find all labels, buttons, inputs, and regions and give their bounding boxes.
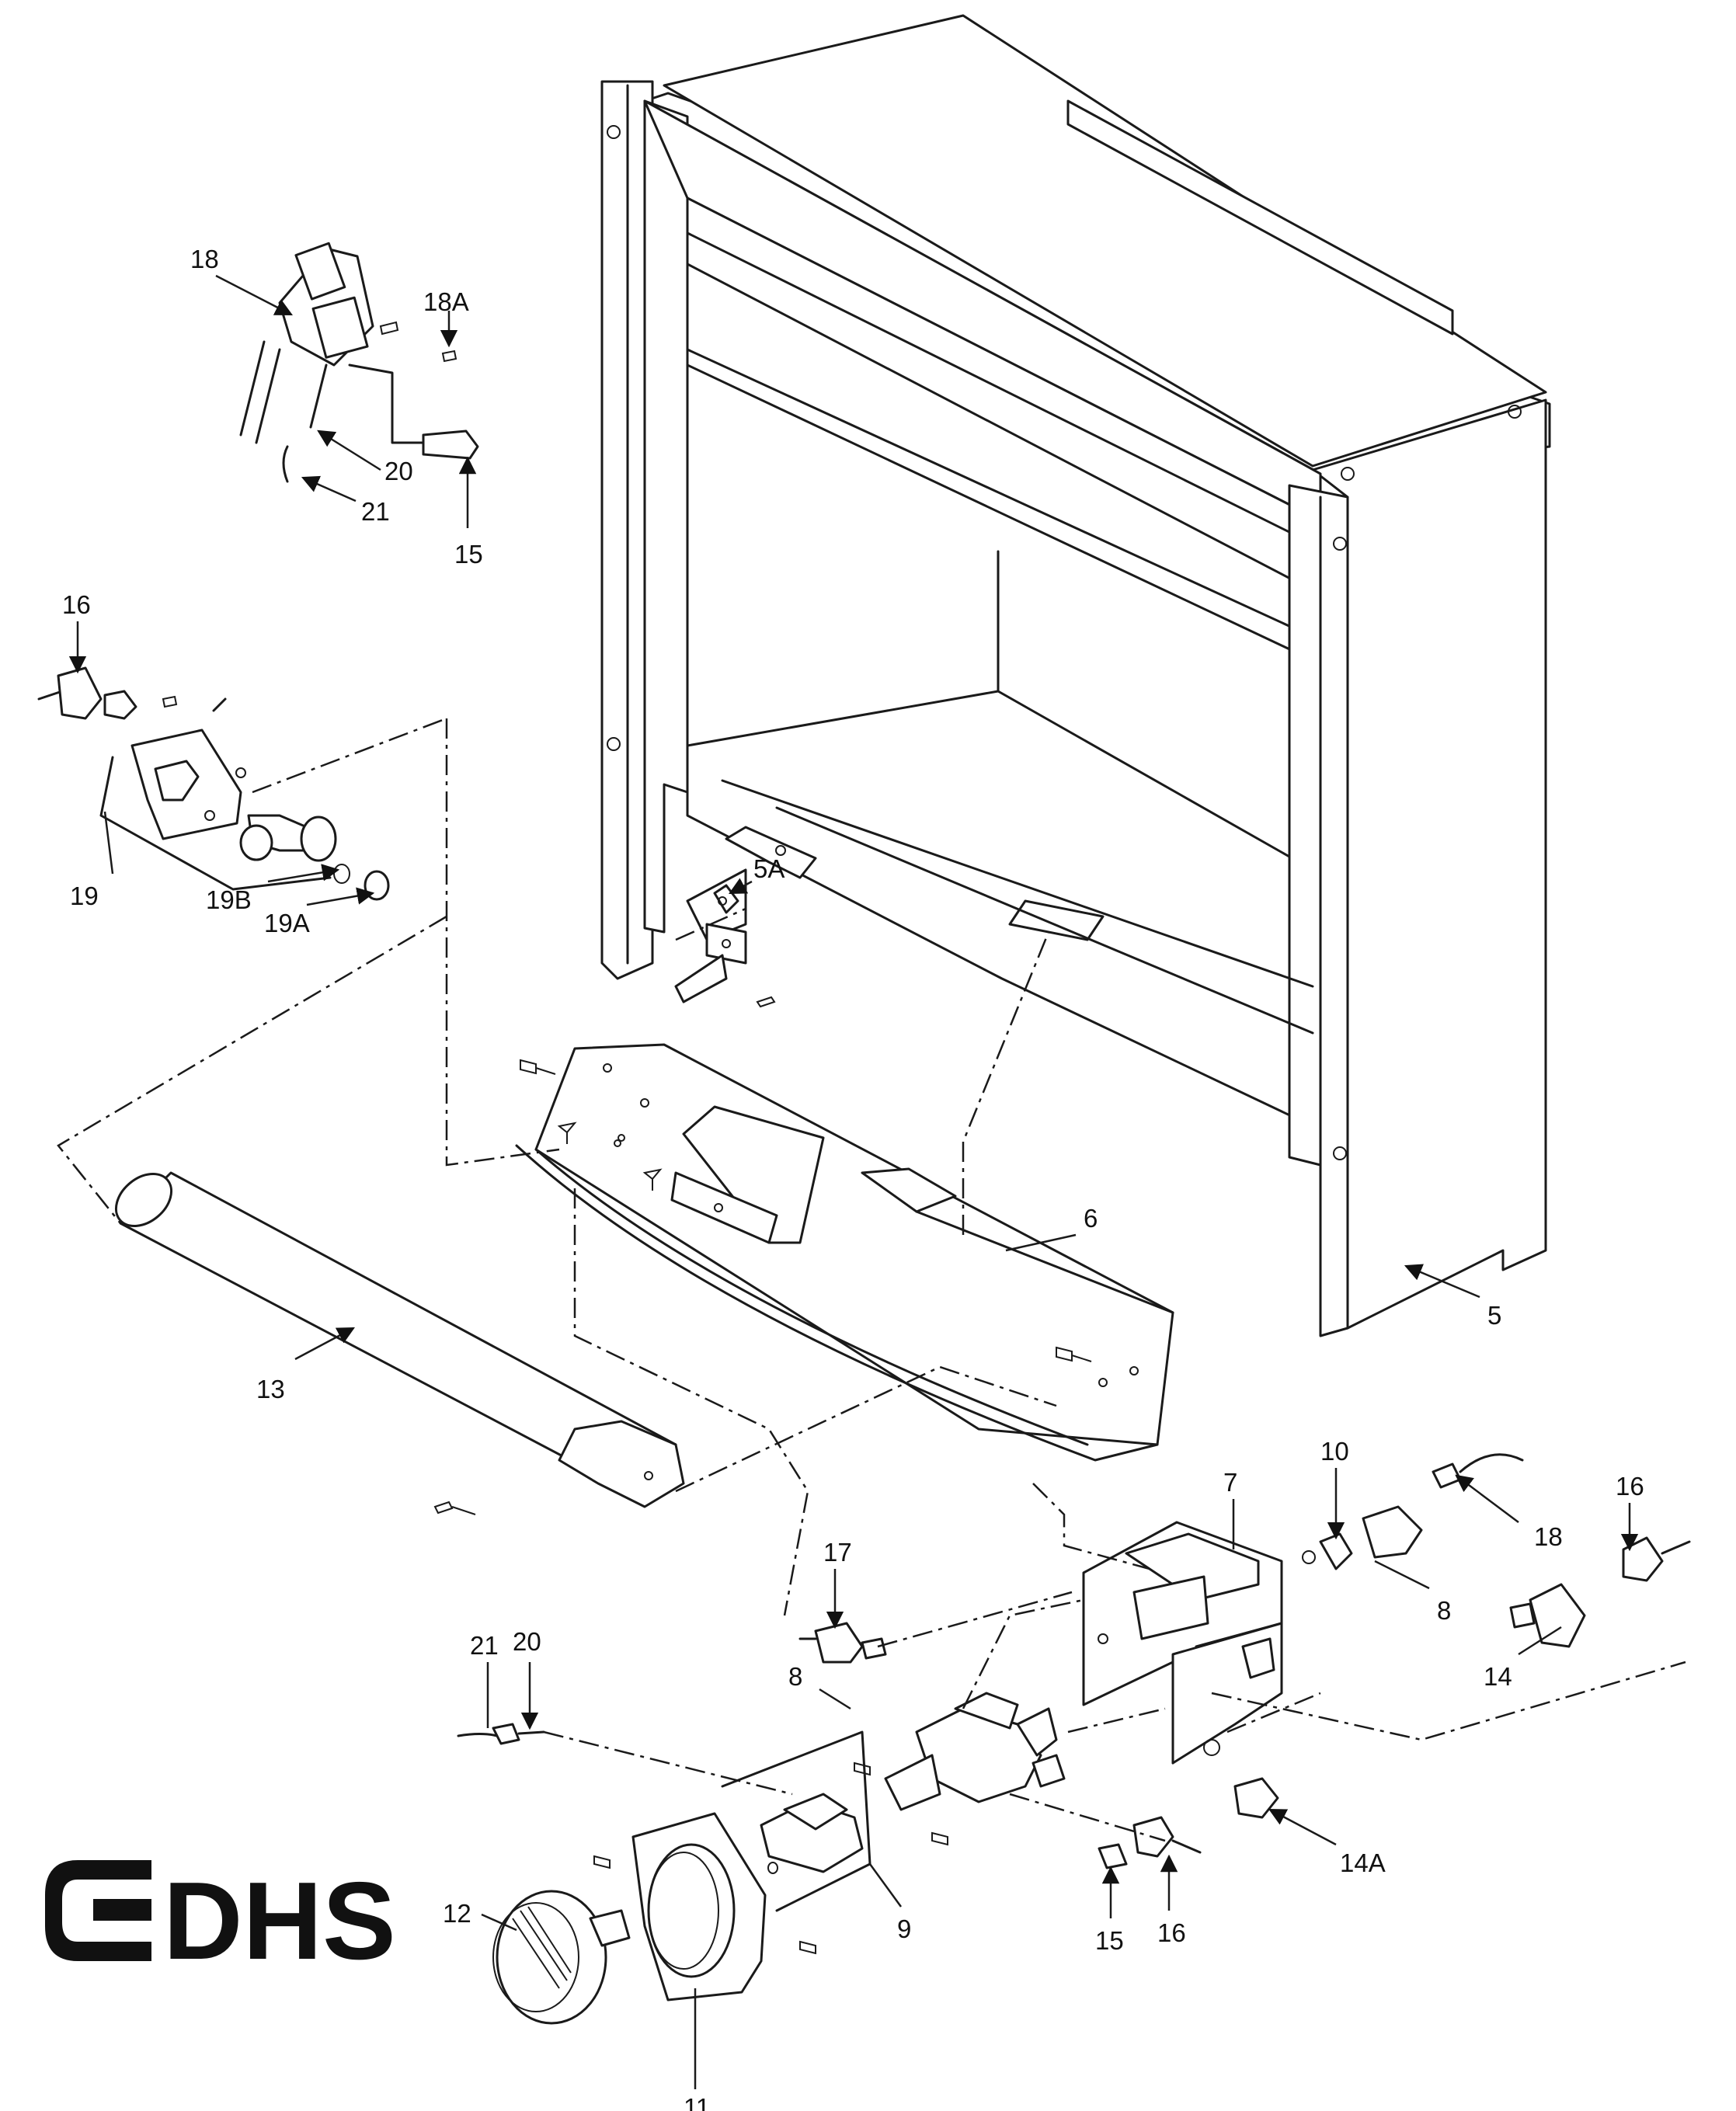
assembly-lines [57,717,1686,1842]
pilot-adapter-19 [37,666,390,901]
callout-14a: 14A [1340,1848,1386,1877]
callout-6: 6 [1084,1204,1098,1233]
callout-9: 9 [897,1915,911,1943]
valve-assembly [457,1453,1691,2025]
callout-5: 5 [1487,1301,1501,1330]
leader-lines [68,274,1639,2089]
callout-20-bottom: 20 [513,1627,541,1656]
callout-16-bottom: 16 [1157,1918,1186,1947]
callout-labels: 18 18A 20 21 15 16 19 19B 19A 5A 6 5 13 … [62,245,1644,2111]
callout-19b: 19B [206,885,252,914]
dhs-logo-mark [45,1860,151,1961]
callout-18-right: 18 [1534,1522,1563,1551]
callout-12: 12 [443,1899,471,1928]
callout-19a: 19A [264,909,310,937]
callout-21-top: 21 [361,497,390,526]
callout-18a: 18A [423,287,469,316]
callout-15-top: 15 [454,540,483,569]
callout-14: 14 [1484,1662,1512,1691]
callout-7: 7 [1223,1468,1237,1497]
callout-8-left: 8 [788,1662,802,1691]
burner-tube-13 [114,1171,685,1515]
callout-17: 17 [823,1538,852,1567]
callout-20-top: 20 [384,457,413,485]
callout-8-right: 8 [1437,1596,1451,1625]
firebox-assembly [600,14,1551,1337]
callout-21-bottom: 21 [470,1631,499,1660]
callout-13: 13 [256,1375,285,1403]
bracket-5a [674,826,817,1008]
callout-18-pilot: 18 [190,245,219,273]
pilot-assembly [239,242,479,483]
callout-15-bottom: 15 [1095,1926,1124,1955]
callout-16-left: 16 [62,590,91,619]
dhs-logo-text: DHS [163,1859,396,1983]
callout-19: 19 [70,882,99,910]
callout-10: 10 [1320,1437,1349,1466]
callout-5a: 5A [753,854,785,883]
base-pan-6 [515,1043,1174,1462]
callout-16-right: 16 [1616,1472,1644,1501]
dhs-logo-bar [93,1899,151,1921]
callout-11: 11 [684,2093,710,2111]
dhs-logo: DHS [45,1859,396,1983]
